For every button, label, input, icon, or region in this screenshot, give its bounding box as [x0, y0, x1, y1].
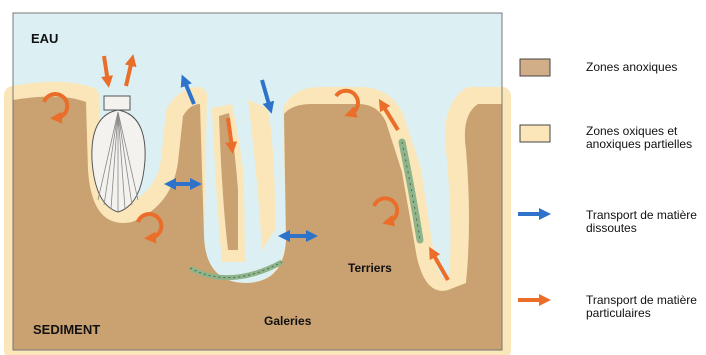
label-water: EAU — [31, 31, 58, 46]
label-galleries: Galeries — [264, 314, 311, 328]
legend-swatch-anoxic — [520, 59, 550, 76]
legend-swatch-oxic — [520, 125, 550, 142]
legend-text-dissolved: Transport de matière dissoutes — [586, 209, 704, 235]
label-burrows: Terriers — [348, 261, 392, 275]
legend-swatches — [518, 59, 550, 300]
legend-text-particulate: Transport de matière particulaires — [586, 294, 704, 320]
legend-text-oxic: Zones oxiques et anoxiques partielles — [586, 125, 704, 151]
label-sediment: SEDIMENT — [33, 322, 100, 337]
legend-text-anoxic: Zones anoxiques — [586, 61, 677, 74]
